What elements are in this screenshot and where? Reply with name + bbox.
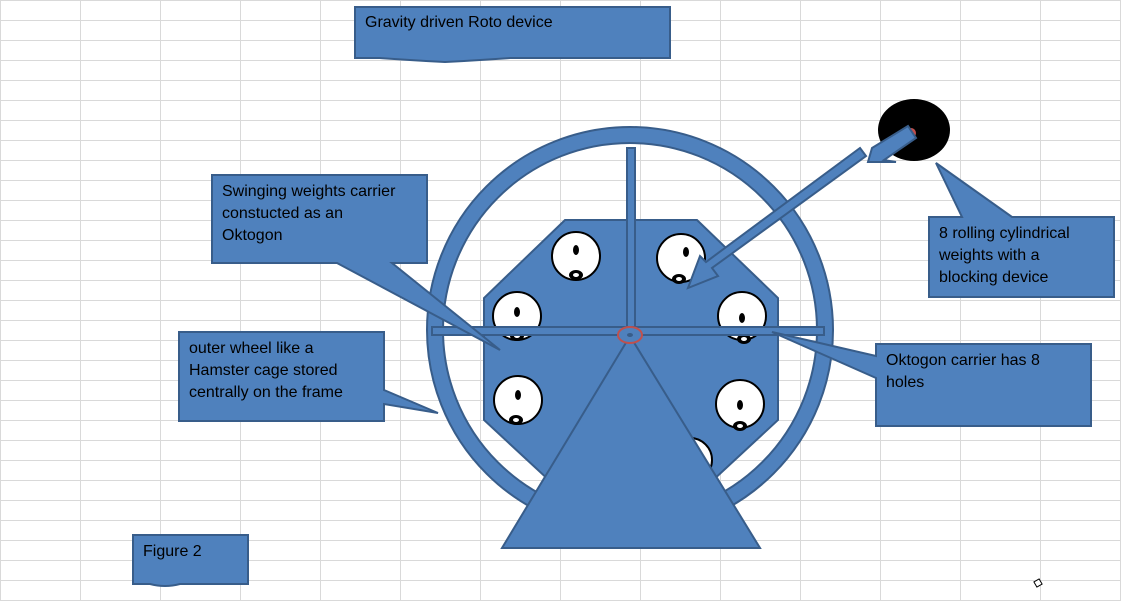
hole: [551, 231, 601, 281]
frame-triangle: [500, 334, 762, 549]
carrier-callout: [211, 174, 501, 351]
holes-callout: [771, 331, 1092, 427]
small-diamond-marker-icon: [1033, 578, 1043, 588]
weights-callout: [928, 162, 1115, 298]
figure-box: [132, 534, 249, 587]
axle-center: [627, 333, 633, 337]
hole: [715, 379, 765, 431]
vertical-spoke: [626, 147, 636, 335]
hole: [656, 233, 706, 284]
hole: [493, 375, 543, 425]
outer-wheel-callout: [178, 331, 439, 422]
short-arrow: [866, 124, 918, 163]
long-arrow: [686, 146, 868, 290]
title-box: [354, 6, 671, 64]
